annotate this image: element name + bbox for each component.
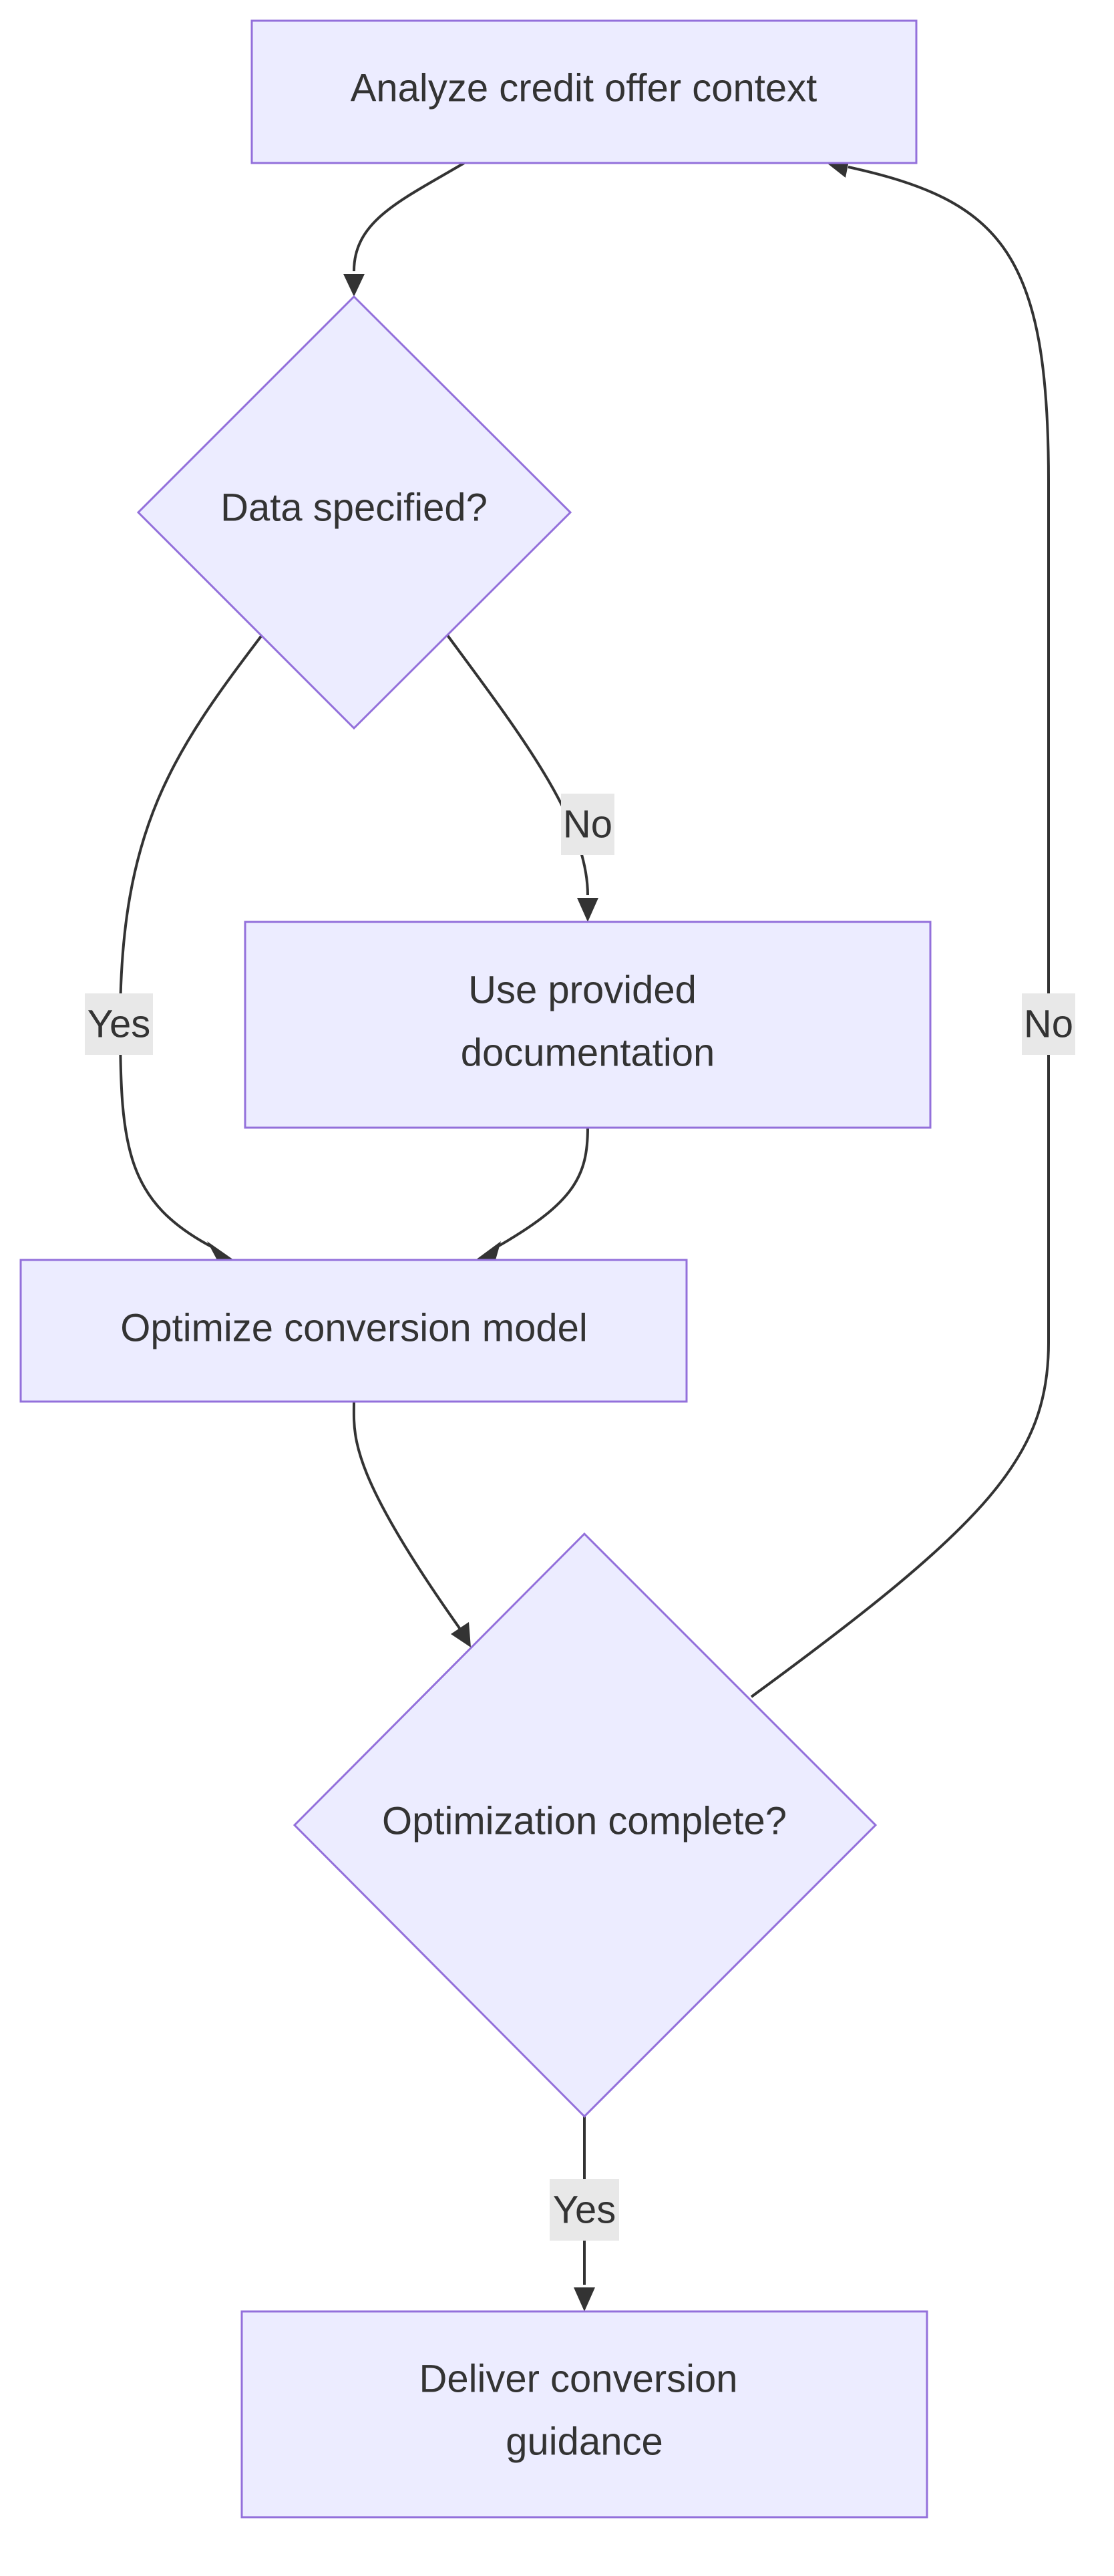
node-data-specified-label: Data specified? [220, 486, 488, 530]
arrowhead-optimize-to-complete [451, 1622, 471, 1647]
arrowhead-data-yes [207, 1241, 234, 1260]
edge-data-no [446, 634, 589, 896]
node-deliver-label-line2: guidance [506, 2420, 663, 2464]
node-data-specified-shape [136, 295, 572, 730]
node-optimize: Optimize conversion model [19, 1259, 688, 1403]
node-analyze-label: Analyze credit offer context [351, 67, 817, 110]
edge-docs-to-optimize [497, 1127, 589, 1248]
node-use-docs-label-line1: Use provided [468, 969, 697, 1012]
arrowhead-analyze-to-data [343, 274, 365, 297]
node-use-docs-shape [244, 921, 932, 1129]
arrowhead-data-no [577, 898, 598, 922]
arrowhead-complete-yes [574, 2287, 595, 2311]
node-complete-label: Optimization complete? [382, 1800, 787, 1843]
edge-label-complete-no: No [1024, 1003, 1073, 1046]
node-optimize-label: Optimize conversion model [120, 1307, 588, 1350]
nodes: Analyze credit offer context Data specif… [19, 19, 932, 2519]
edge-label-bg-data-yes [85, 993, 153, 1055]
node-use-docs-label-line2: documentation [461, 1031, 715, 1075]
edge-label-complete-yes: Yes [553, 2189, 616, 2232]
node-analyze-shape [250, 19, 918, 164]
node-use-docs: Use provided documentation [244, 921, 932, 1129]
edge-analyze-to-data [353, 162, 466, 272]
node-deliver-shape [240, 2310, 928, 2519]
node-optimize-shape [19, 1259, 688, 1403]
node-deliver: Deliver conversion guidance [240, 2310, 928, 2519]
node-deliver-label-line1: Deliver conversion [419, 2358, 737, 2401]
edge-label-data-no: No [563, 803, 612, 846]
arrowhead-docs-to-optimize [476, 1241, 501, 1260]
edges [118, 158, 1050, 2311]
edge-label-bg-complete-yes [550, 2179, 619, 2241]
edge-labels: Yes No No Yes [85, 794, 1075, 2241]
edge-label-bg-complete-no [1022, 993, 1075, 1055]
edge-optimize-to-complete [352, 1401, 462, 1631]
edge-complete-no [750, 166, 1050, 1698]
edge-label-data-yes: Yes [87, 1003, 151, 1046]
node-analyze: Analyze credit offer context [250, 19, 918, 164]
edge-data-yes [118, 634, 263, 1249]
node-complete: Optimization complete? [293, 1532, 878, 2118]
edge-label-bg-data-no [561, 794, 614, 855]
node-complete-shape [293, 1532, 878, 2118]
node-data-specified: Data specified? [136, 295, 572, 730]
